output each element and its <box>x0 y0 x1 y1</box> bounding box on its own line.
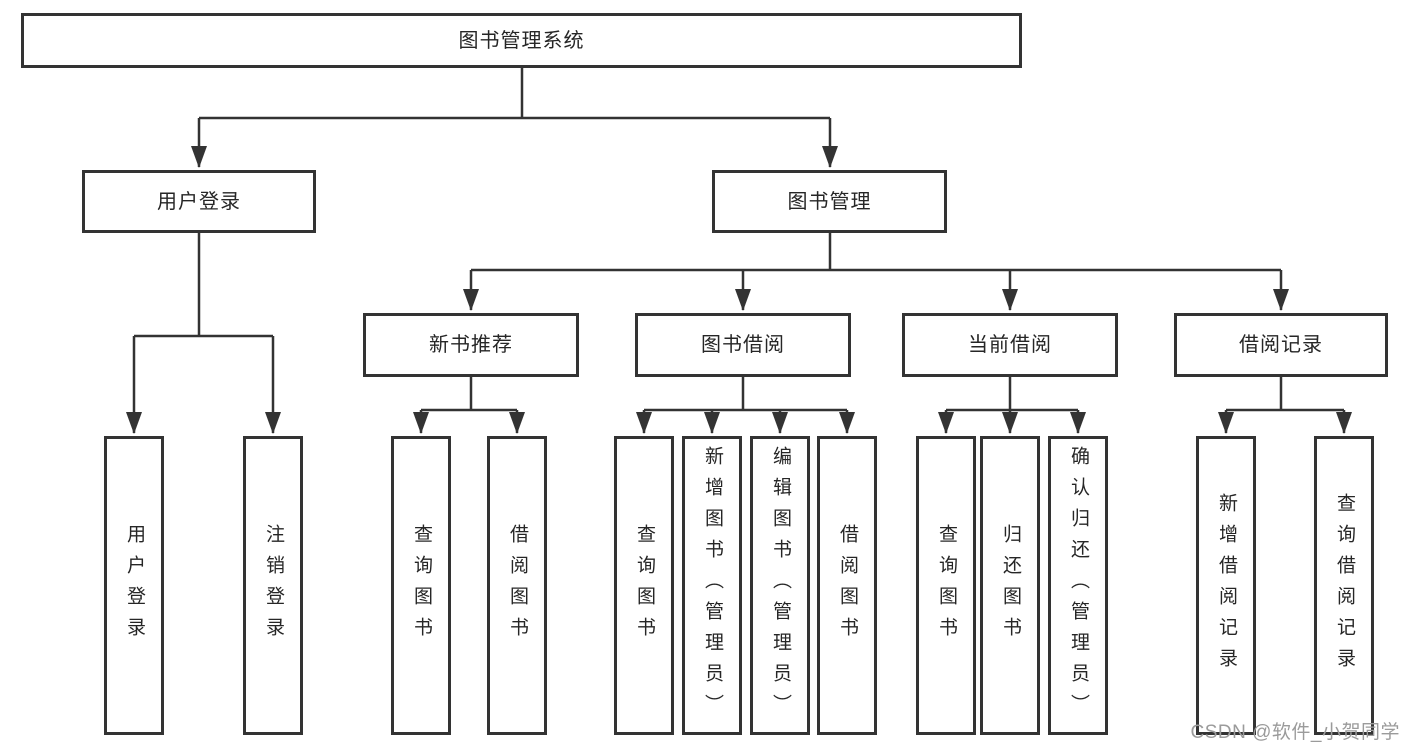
leaf-user-login: 用户登录 <box>104 436 164 735</box>
leaf-borrow-books: 借阅图书 <box>817 436 877 735</box>
node-current-borrowing: 当前借阅 <box>902 313 1118 377</box>
leaf-logout: 注销登录 <box>243 436 303 735</box>
leaf-add-borrow-record: 新增借阅记录 <box>1196 436 1256 735</box>
node-new-book-recommend: 新书推荐 <box>363 313 579 377</box>
leaf-query-books-borrow: 查询图书 <box>614 436 674 735</box>
leaf-query-books-recommend: 查询图书 <box>391 436 451 735</box>
node-root-system-title: 图书管理系统 <box>21 13 1022 68</box>
leaf-confirm-return-admin: 确认归还（管理员） <box>1048 436 1108 735</box>
node-user-login: 用户登录 <box>82 170 316 233</box>
leaf-return-books: 归还图书 <box>980 436 1040 735</box>
node-book-management: 图书管理 <box>712 170 947 233</box>
node-book-borrowing: 图书借阅 <box>635 313 851 377</box>
leaf-borrow-books-recommend: 借阅图书 <box>487 436 547 735</box>
leaf-query-borrow-record: 查询借阅记录 <box>1314 436 1374 735</box>
leaf-query-books-current: 查询图书 <box>916 436 976 735</box>
leaf-edit-books-admin: 编辑图书（管理员） <box>750 436 810 735</box>
leaf-add-books-admin: 新增图书（管理员） <box>682 436 742 735</box>
node-borrowing-records: 借阅记录 <box>1174 313 1388 377</box>
csdn-watermark: CSDN @软件_小贺同学 <box>1190 722 1400 743</box>
